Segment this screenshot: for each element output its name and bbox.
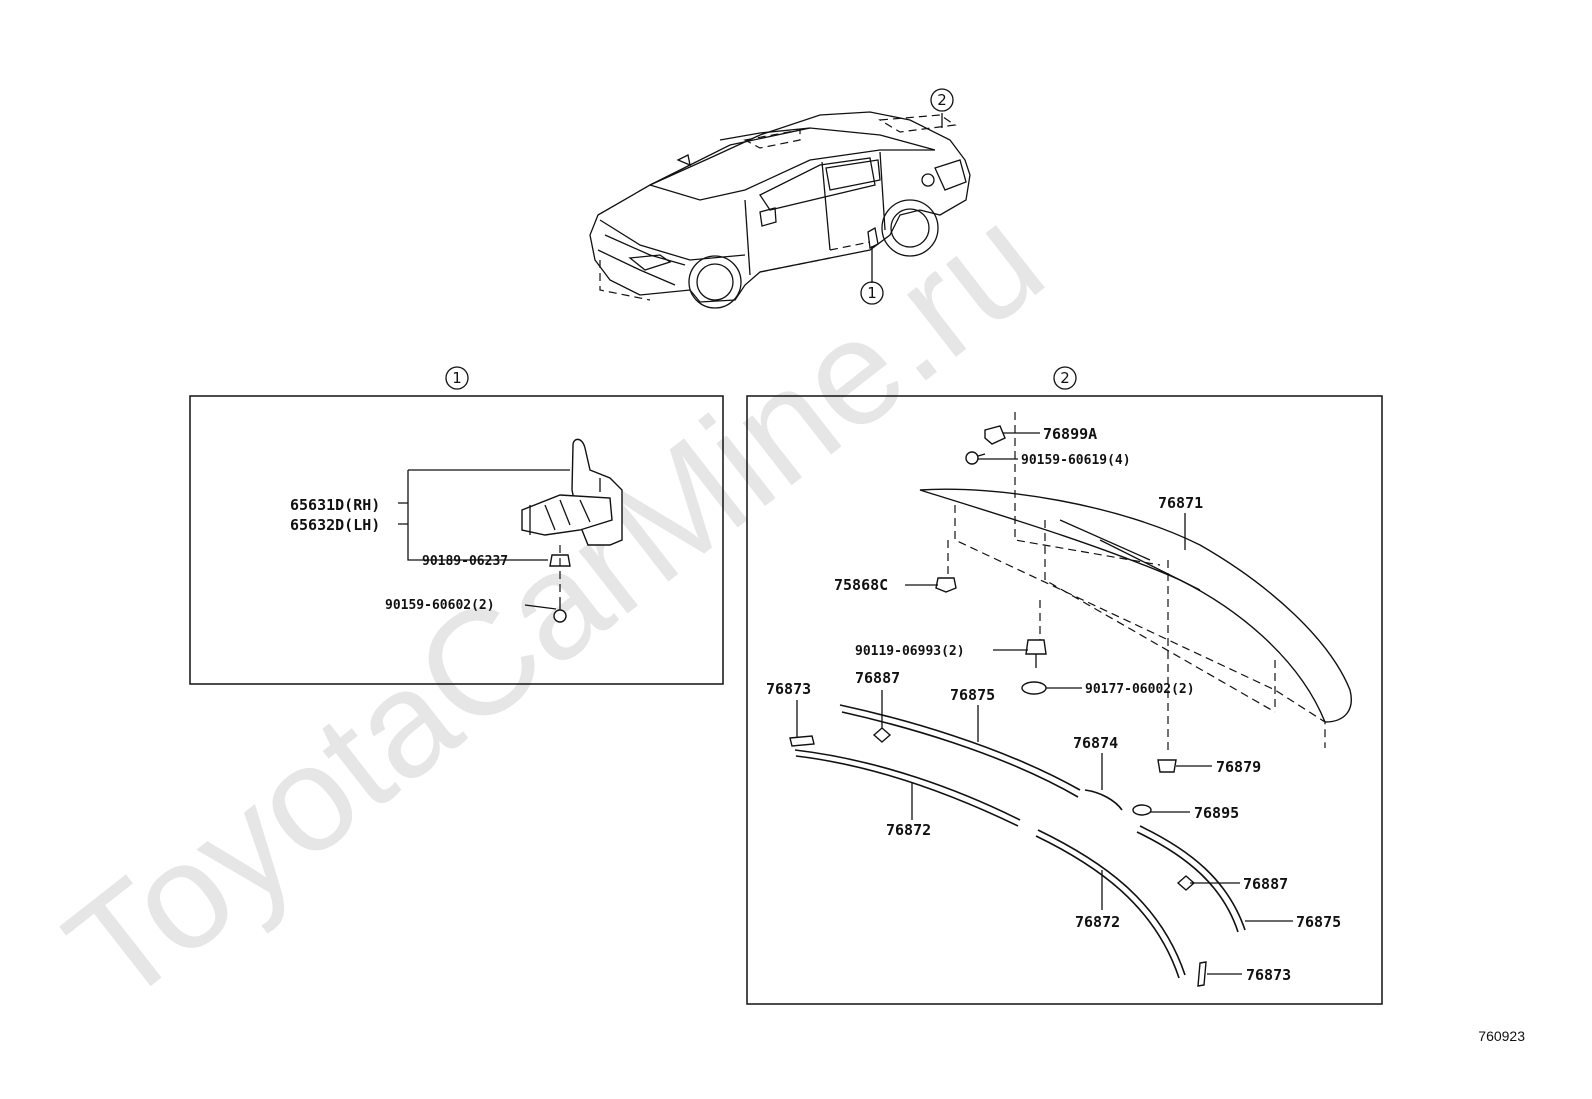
label-76899a: 76899A bbox=[1043, 425, 1097, 443]
panel-2-leaders bbox=[796, 432, 1293, 975]
label-65631d: 65631D(RH) bbox=[290, 496, 380, 514]
clip-76879 bbox=[1157, 759, 1177, 773]
label-76895: 76895 bbox=[1194, 804, 1239, 822]
label-90159-60602: 90159-60602(2) bbox=[385, 598, 495, 613]
svg-text:1: 1 bbox=[867, 284, 877, 302]
label-76879: 76879 bbox=[1216, 758, 1261, 776]
label-76875-a: 76875 bbox=[950, 686, 995, 704]
rear-spoiler bbox=[919, 488, 1352, 723]
label-90159-60619: 90159-60619(4) bbox=[1021, 453, 1131, 468]
bolt-90119-06993 bbox=[1025, 639, 1047, 668]
mud-guard-part bbox=[521, 438, 623, 546]
diagram-code: 760923 bbox=[1478, 1028, 1525, 1044]
panel-2-frame bbox=[746, 395, 1383, 1005]
svg-text:2: 2 bbox=[937, 91, 947, 109]
car-overview bbox=[589, 111, 971, 309]
screw-90159-60602 bbox=[553, 598, 567, 623]
label-76872-b: 76872 bbox=[1075, 913, 1120, 931]
label-76874: 76874 bbox=[1073, 734, 1118, 752]
label-76875-b: 76875 bbox=[1296, 913, 1341, 931]
label-65632d: 65632D(LH) bbox=[290, 516, 380, 534]
panel-1-frame bbox=[189, 395, 724, 685]
panel-1-header: 1 bbox=[445, 366, 469, 390]
seal-76895 bbox=[1132, 804, 1152, 816]
label-90177-06002: 90177-06002(2) bbox=[1085, 682, 1195, 697]
svg-text:1: 1 bbox=[452, 369, 462, 387]
label-76887-a: 76887 bbox=[855, 669, 900, 687]
overview-callout-2: 2 bbox=[930, 88, 954, 112]
label-75868c: 75868C bbox=[834, 576, 888, 594]
bolt-90159-60619 bbox=[965, 451, 986, 465]
panel-2-header: 2 bbox=[1053, 366, 1077, 390]
label-76871: 76871 bbox=[1158, 494, 1203, 512]
strips bbox=[789, 704, 1246, 987]
label-76887-b: 76887 bbox=[1243, 875, 1288, 893]
nut-90177-06002 bbox=[1021, 681, 1047, 695]
watermark: ToyotaCarMine.ru bbox=[36, 174, 1072, 1035]
nut-76899a bbox=[984, 425, 1006, 445]
label-76873-a: 76873 bbox=[766, 680, 811, 698]
label-90119-06993: 90119-06993(2) bbox=[855, 644, 965, 659]
svg-text:2: 2 bbox=[1060, 369, 1070, 387]
clip-75868c bbox=[935, 577, 957, 593]
label-76872-a: 76872 bbox=[886, 821, 931, 839]
label-76873-b: 76873 bbox=[1246, 966, 1291, 984]
label-90189-06237: 90189-06237 bbox=[422, 554, 508, 569]
overview-callout-1: 1 bbox=[860, 281, 884, 305]
